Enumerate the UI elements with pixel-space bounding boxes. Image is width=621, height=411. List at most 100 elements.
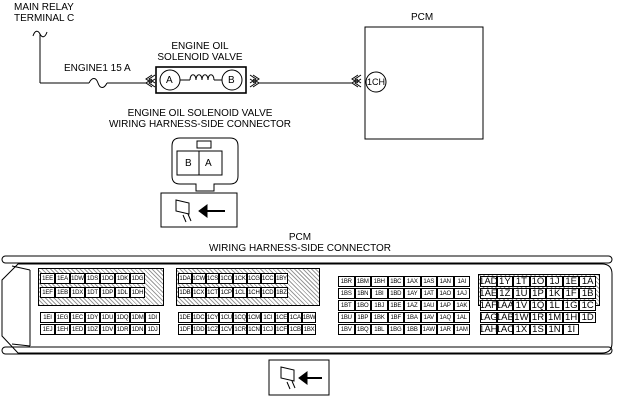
connector-pin: 1BX xyxy=(302,324,316,335)
connector-pin: 1BR xyxy=(338,276,355,287)
connector-pin: 1BM xyxy=(354,276,371,287)
connector-pin: 1CS xyxy=(205,273,220,284)
connector-pin: 1CA xyxy=(288,312,303,323)
connector-pin: 1AQ xyxy=(437,312,454,323)
connector-pin: 1BF xyxy=(387,312,404,323)
connector-pin: 1DD xyxy=(191,324,206,335)
connector-pin: 1DR xyxy=(115,324,130,335)
pcm-terminal-label: 1CH xyxy=(367,77,386,87)
connector-view-label-a: A xyxy=(205,158,212,169)
connector-pin: 1BY xyxy=(274,273,289,284)
solenoid-valve-box xyxy=(155,66,247,94)
connector-row: 1AH1AC1X1S1N1I xyxy=(480,324,596,335)
connector-pin: 1CD xyxy=(260,287,275,298)
connector-pin: 1AS xyxy=(420,276,437,287)
solenoid-valve-label: ENGINE OIL SOLENOID VALVE xyxy=(157,41,243,63)
connector-pin: 1BL xyxy=(371,324,388,335)
connector-pin: 1DJ xyxy=(145,324,160,335)
connector-pin: 1DK xyxy=(115,273,130,284)
connector-pin: 1DV xyxy=(100,324,115,335)
connector-pin: 1DB xyxy=(178,287,192,298)
connector-pin: 1DW xyxy=(70,273,85,284)
connector-pin: 1M xyxy=(546,312,563,323)
connector-row: 1AG1AB1W1R1M1H1D xyxy=(480,312,596,323)
connector-pin: 1BQ xyxy=(354,324,371,335)
connector-pin: 1BZ xyxy=(274,287,289,298)
connector-pin: 1EB xyxy=(55,287,70,298)
connector-pin: 1ED xyxy=(70,324,85,335)
connector-pin: 1DF xyxy=(178,324,192,335)
connector-pin: 1EF xyxy=(40,287,55,298)
connector-pin: 1L xyxy=(546,300,563,311)
connector-pin: 1AY xyxy=(404,288,421,299)
connector-pin: 1CL xyxy=(233,287,247,298)
fuse-icon xyxy=(88,78,108,88)
connector-pin: 1AG xyxy=(480,312,497,323)
connector-pin: 1BI xyxy=(371,288,388,299)
connector-pin: 1CB xyxy=(288,324,303,335)
connector-pin: 1DN xyxy=(130,324,145,335)
connector-pin: 1EJ xyxy=(40,324,55,335)
pcm-terminal-circle xyxy=(365,71,387,93)
connector-pin: 1U xyxy=(513,288,530,299)
connector-pin: 1AF xyxy=(480,300,497,311)
connector-pin xyxy=(579,324,596,335)
connector-pin: 1AM xyxy=(453,324,470,335)
connector-pin: 1BV xyxy=(338,324,355,335)
connector-pin: 1AR xyxy=(437,324,454,335)
connector-pin: 1G xyxy=(562,300,580,311)
connector-pin: 1CX xyxy=(191,287,206,298)
connector-pin: 1BE xyxy=(387,300,404,311)
pcm-box xyxy=(364,26,484,140)
connector-pin: 1B xyxy=(579,288,596,299)
connector-pin: 1O xyxy=(529,276,547,287)
connector-pin: 1BK xyxy=(371,312,388,323)
connector-pin: 1J xyxy=(546,276,563,287)
connector-plug-with-arrow-icon-2 xyxy=(268,359,330,396)
main-relay-label: MAIN RELAY TERMINAL C xyxy=(14,2,75,24)
connector-pin: 1DG xyxy=(130,273,145,284)
connector-pin: 1C xyxy=(579,300,596,311)
connector-pin: 1CN xyxy=(247,324,261,335)
connector-pin: 1AH xyxy=(480,324,497,335)
connector-pin: 1N xyxy=(546,324,563,335)
connector-pin: 1EG xyxy=(55,312,70,323)
connector-pin: 1DM xyxy=(130,312,145,323)
fuse-label: ENGINE1 15 A xyxy=(64,63,131,74)
connector-pin: 1EI xyxy=(40,312,55,323)
connector-plug-with-arrow-icon xyxy=(160,192,238,228)
connector-pin: 1CI xyxy=(260,312,275,323)
connector-pin: 1BN xyxy=(354,288,371,299)
connector-pin: 1BJ xyxy=(371,300,388,311)
connector-pin: 1BD xyxy=(387,288,404,299)
connector-pin: 1DQ xyxy=(115,312,130,323)
connector-pin: 1E xyxy=(562,276,580,287)
connector-pin: 1BT xyxy=(338,300,355,311)
connector-pin: 1BC xyxy=(387,276,404,287)
connector-pin: 1BU xyxy=(338,312,355,323)
connector-pin: 1CV xyxy=(219,324,234,335)
connector-pin: 1AK xyxy=(453,300,470,311)
connector-pin: 1CP xyxy=(219,287,234,298)
connector-pin: 1EA xyxy=(55,273,70,284)
pcm-connector-label: PCM WIRING HARNESS-SIDE CONNECTOR xyxy=(208,232,392,254)
connector-pin: 1DC xyxy=(191,312,206,323)
connector-pin: 1CM xyxy=(247,312,261,323)
connector-pin: 1BA xyxy=(404,312,421,323)
connector-pin: 1AN xyxy=(437,276,454,287)
connector-pin: 1DH xyxy=(130,287,145,298)
connector-pin: 1CO xyxy=(219,273,234,284)
connector-pin: 1V xyxy=(513,300,530,311)
